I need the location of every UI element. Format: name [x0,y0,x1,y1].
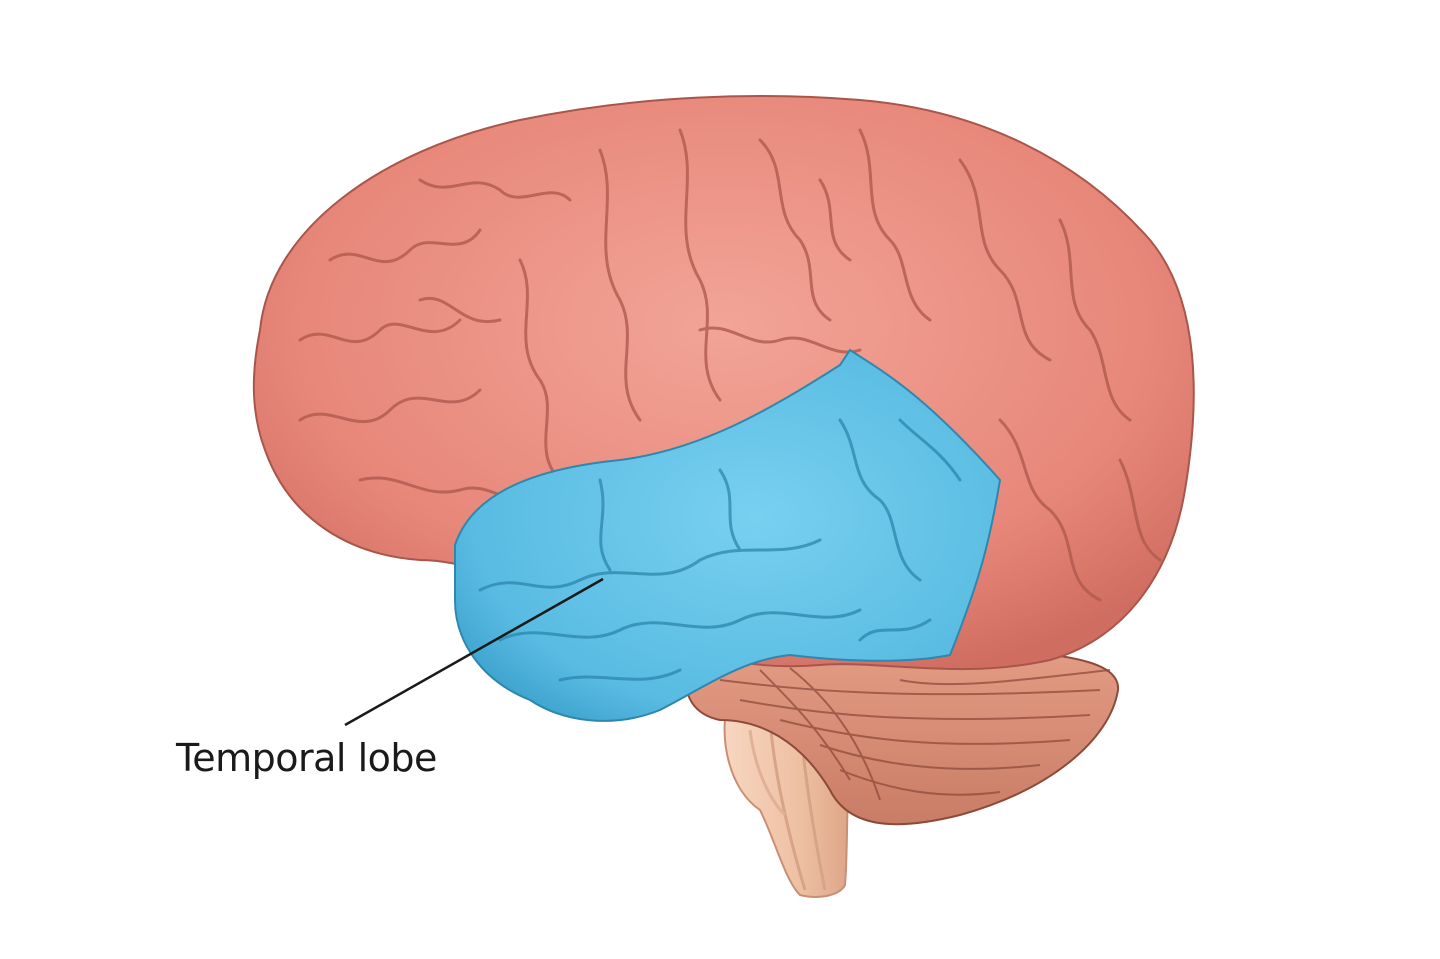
temporal-lobe-label: Temporal lobe [176,736,437,780]
label-leader-line [344,577,604,727]
temporal-lobe-highlight [454,348,1002,722]
cerebellum [685,643,1120,826]
